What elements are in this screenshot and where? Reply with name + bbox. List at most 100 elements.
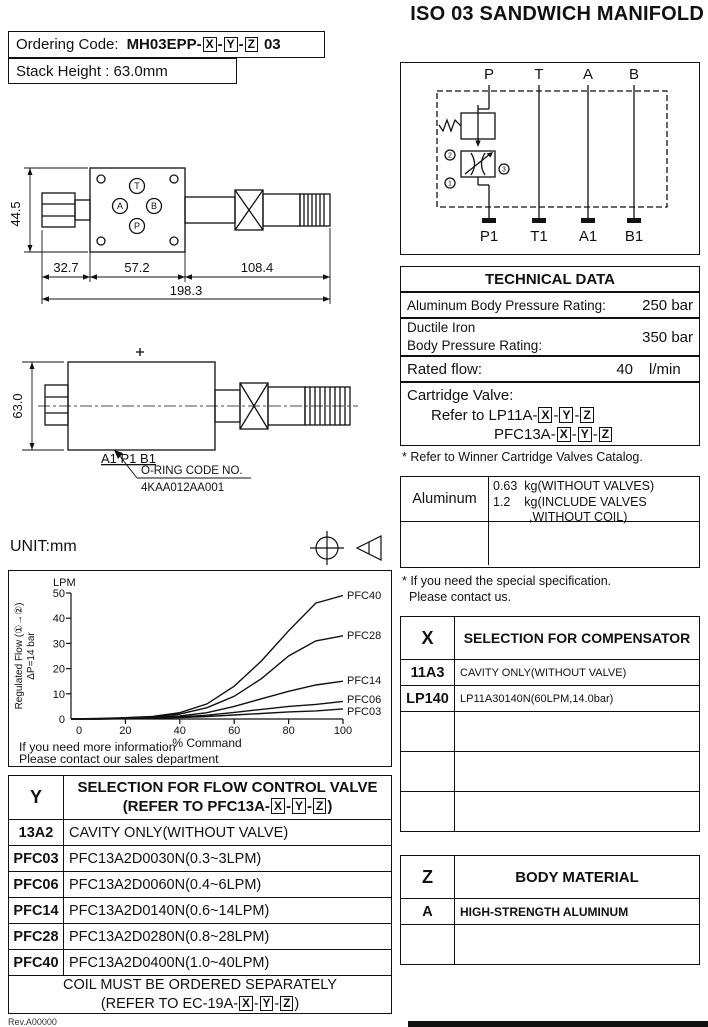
series-label-pfc28: PFC28	[347, 630, 381, 642]
table-row: PFC03 PFC13A2D0030N(0.3~3LPM)	[9, 845, 391, 871]
compensator-selection-table: X SELECTION FOR COMPENSATOR 11A3 CAVITY …	[400, 616, 700, 832]
code-box-x: X	[556, 426, 571, 443]
schematic-panel: P T A B P1 T1 A1 B1 2 1 3	[400, 62, 700, 255]
table-y-title-line2: (REFER TO PFC13A-X-Y-Z)	[123, 798, 333, 817]
page-title: ISO 03 SANDWICH MANIFOLD	[410, 3, 704, 25]
hex-nut	[41, 192, 76, 228]
cartridge-line1-prefix: Refer to LP11A-	[431, 406, 538, 424]
curve-pfc14	[71, 680, 344, 720]
table-y-desc-13a2: CAVITY ONLY(WITHOUT VALVE)	[69, 824, 289, 841]
rated-flow-value: 40	[616, 360, 633, 378]
svg-text:80: 80	[282, 725, 294, 737]
svg-text:0: 0	[59, 714, 65, 726]
port-a-circle	[111, 197, 129, 215]
oring-note: O-RING CODE NO. 4KAA012AA001	[141, 465, 243, 494]
empty-cell	[401, 792, 455, 831]
code-box-x: X	[239, 996, 253, 1012]
callout-1: 1	[448, 181, 452, 188]
close-paren: )	[294, 995, 300, 1012]
code-box-x: X	[270, 798, 285, 814]
ports-a1-p1-b1: A1 P1 B1	[101, 451, 156, 466]
empty-cell	[401, 925, 455, 964]
port-label-a: A	[583, 66, 593, 83]
code-sep: -	[592, 426, 598, 443]
ductile-rating-value: 350 bar	[642, 328, 693, 346]
oring-note-line2: 4KAA012AA001	[141, 482, 224, 494]
drawing-top-outline	[41, 167, 331, 253]
weight-line3: ,WITHOUT COIL)	[529, 510, 628, 525]
technical-data-header: TECHNICAL DATA	[400, 266, 700, 292]
revision-text: Rev.A00000	[8, 1017, 57, 1027]
empty-cell	[401, 752, 455, 791]
table-y-key: Y	[9, 776, 64, 819]
stack-height-box: Stack Height : 63.0mm	[8, 58, 237, 84]
hydraulic-schematic: P T A B P1 T1 A1 B1 2 1 3	[436, 66, 668, 245]
code-sep: -	[571, 426, 577, 443]
svg-text:0: 0	[76, 725, 82, 737]
ordering-code-suffix: 03	[263, 36, 281, 53]
table-y-title-prefix: (REFER TO PFC13A-	[122, 797, 270, 815]
flow-valve-selection-table: Y SELECTION FOR FLOW CONTROL VALVE (REFE…	[8, 775, 392, 1014]
code-box-y: Y	[223, 36, 238, 53]
close-paren: )	[327, 797, 333, 815]
flow-chart: 0 10 20 30 40 50 0 20 40 60 80 100 LPM %…	[14, 577, 381, 766]
chart-xlabel: % Command	[172, 736, 241, 750]
aluminum-rating-label: Aluminum Body Pressure Rating:	[407, 297, 606, 313]
chart-note-line2: Please contact our sales department	[19, 752, 219, 765]
table-x-header-row: X SELECTION FOR COMPENSATOR	[401, 617, 699, 659]
table-x-code-11a3: 11A3	[401, 660, 455, 685]
schematic-callouts: 2 1 3	[448, 153, 506, 188]
code-box-y: Y	[291, 798, 306, 814]
table-y-desc-pfc14: PFC13A2D0140N(0.6~14LPM)	[69, 902, 270, 919]
weight-row: Aluminum 0.63 kg(WITHOUT VALVES) 1.2 kg(…	[401, 477, 699, 524]
dim-32-7: 32.7	[53, 260, 78, 275]
weight-values: 0.63 kg(WITHOUT VALVES) 1.2 kg(INCLUDE V…	[489, 477, 699, 524]
svg-text:20: 20	[119, 725, 131, 737]
chart-ylabel-line1: Regulated Flow (①→②)	[14, 603, 25, 710]
empty-cell	[401, 712, 455, 751]
footer-bar	[408, 1021, 708, 1027]
table-x-code-lp140: LP140	[401, 686, 455, 711]
table-y-code-pfc40: PFC40	[9, 950, 64, 975]
chart-ytick-labels: 0 10 20 30 40 50	[53, 588, 65, 726]
drawing-top-dim-arrows	[27, 168, 330, 302]
schematic-envelope	[436, 90, 668, 208]
table-row: LP140 LP11A30140N(60LPM,14.0bar)	[401, 685, 699, 711]
drawing-side-dim-lines	[22, 361, 251, 479]
code-box-x: X	[202, 36, 217, 53]
code-box-z: Z	[580, 407, 594, 423]
port-label-t1: T1	[530, 228, 548, 245]
code-box-z: Z	[312, 798, 327, 814]
svg-text:10: 10	[53, 689, 65, 701]
hex-nut-side	[44, 384, 69, 426]
drawing-top-port-letters: T A B P	[117, 181, 157, 231]
callout-2: 2	[448, 153, 452, 160]
port-b-circle	[145, 197, 163, 215]
table-row: 13A2 CAVITY ONLY(WITHOUT VALVE)	[9, 819, 391, 845]
table-y-desc-pfc06: PFC13A2D0060N(0.4~6LPM)	[69, 876, 262, 893]
table-row: PFC06 PFC13A2D0060N(0.4~6LPM)	[9, 871, 391, 897]
schematic-lines	[436, 85, 668, 218]
ordering-code-prefix: MH03EPP-	[126, 36, 202, 53]
chart-xtick-labels: 0 20 40 60 80 100	[76, 725, 352, 737]
weight-table: Aluminum 0.63 kg(WITHOUT VALVES) 1.2 kg(…	[400, 476, 700, 568]
empty-cell	[455, 925, 699, 964]
body-material-table: Z BODY MATERIAL A HIGH-STRENGTH ALUMINUM	[400, 855, 700, 965]
code-box-y: Y	[577, 426, 592, 443]
port-letter-t: T	[134, 181, 140, 191]
code-sep: -	[285, 797, 291, 815]
rated-flow-label: Rated flow:	[407, 360, 483, 378]
svg-text:20: 20	[53, 664, 65, 676]
port-letter-b: B	[151, 201, 157, 211]
port-letter-p: P	[134, 221, 140, 231]
port-label-b1: B1	[625, 228, 643, 245]
code-box-z: Z	[280, 996, 294, 1012]
cartridge-line2-prefix: PFC13A-	[494, 426, 556, 443]
code-box-y: Y	[259, 996, 274, 1012]
svg-text:50: 50	[53, 588, 65, 600]
table-row: 11A3 CAVITY ONLY(WITHOUT VALVE)	[401, 659, 699, 685]
table-y-code-pfc28: PFC28	[9, 924, 64, 949]
table-y-footer: COIL MUST BE ORDERED SEPARATELY (REFER T…	[9, 975, 391, 1013]
ductile-rating-row: Ductile Iron Body Pressure Rating: 350 b…	[400, 318, 700, 356]
